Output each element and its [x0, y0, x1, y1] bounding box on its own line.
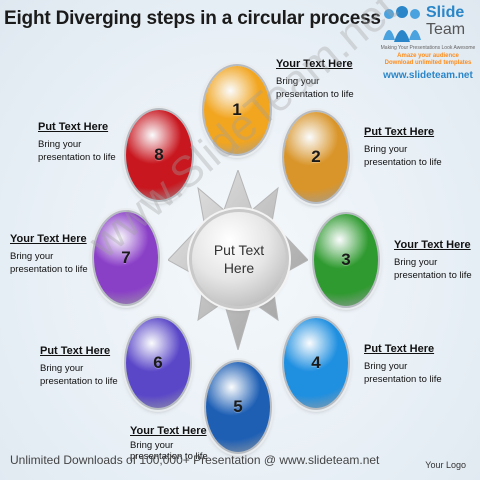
- step-number: 8: [154, 145, 164, 164]
- step-body: Bring your presentation to life: [364, 361, 442, 385]
- step-circle-1: 1: [204, 66, 270, 154]
- step-number: 1: [232, 100, 242, 119]
- center-text-line2: Here: [223, 260, 255, 276]
- step-heading: Your Text Here: [10, 233, 87, 245]
- people-icon: [383, 6, 421, 42]
- brand-url: www.slideteam.net: [383, 70, 473, 81]
- step-body: Bring your presentation to life: [130, 440, 208, 462]
- step-heading: Your Text Here: [130, 425, 207, 437]
- step-number: 4: [311, 353, 321, 372]
- step-heading: Put Text Here: [364, 343, 435, 355]
- step-heading: Your Text Here: [276, 58, 353, 70]
- step-number: 7: [121, 248, 131, 267]
- step-number: 2: [311, 147, 321, 166]
- step-heading: Put Text Here: [40, 345, 111, 357]
- step-circle-7: 7: [94, 212, 158, 304]
- step-label-5: Your Text Here Bring your presentation t…: [130, 425, 240, 462]
- step-body: Bring your presentation to life: [394, 257, 472, 281]
- brand-name-line2: Team: [426, 21, 466, 38]
- step-circle-6: 6: [126, 318, 190, 408]
- step-circle-3: 3: [314, 214, 378, 306]
- brand-promo-1: Amaze your audience: [397, 53, 459, 59]
- center-circle: Put Text Here: [192, 212, 286, 306]
- your-logo-text: Your Logo: [425, 460, 466, 470]
- step-circle-2: 2: [284, 112, 348, 202]
- step-heading: Put Text Here: [364, 126, 435, 138]
- step-number: 5: [233, 397, 243, 416]
- step-body: Bring your presentation to life: [38, 139, 116, 163]
- step-body: Bring your presentation to life: [364, 144, 442, 168]
- step-label-1: Your Text Here Bring your presentation t…: [276, 58, 386, 101]
- footer-text: Unlimited Downloads of 100,000+ Presenta…: [10, 453, 380, 467]
- step-body: Bring your presentation to life: [10, 251, 88, 275]
- step-body: Bring your presentation to life: [276, 76, 354, 100]
- step-circle-4: 4: [284, 318, 348, 408]
- step-circle-8: 8: [126, 110, 192, 200]
- brand-promo-2: Download unlimited templates: [384, 60, 472, 66]
- step-label-7: Your Text Here Bring your presentation t…: [10, 233, 120, 276]
- brand-logo: Slide Team Making Your Presentations Loo…: [378, 2, 478, 82]
- step-label-8: Put Text Here Bring your presentation to…: [38, 121, 148, 164]
- center-text-line1: Put Text: [213, 242, 265, 258]
- step-body: Bring your presentation to life: [40, 363, 118, 387]
- step-number: 6: [153, 353, 163, 372]
- step-heading: Your Text Here: [394, 239, 471, 251]
- step-label-4: Put Text Here Bring your presentation to…: [364, 343, 474, 386]
- step-label-3: Your Text Here Bring your presentation t…: [394, 239, 480, 282]
- brand-tagline: Making Your Presentations Look Awesome: [380, 45, 476, 51]
- step-label-6: Put Text Here Bring your presentation to…: [40, 345, 150, 388]
- step-number: 3: [341, 250, 351, 269]
- step-label-2: Put Text Here Bring your presentation to…: [364, 126, 474, 169]
- step-circle-5: 5: [206, 362, 270, 452]
- slide-title: Eight Diverging steps in a circular proc…: [4, 8, 381, 29]
- brand-name-line1: Slide: [426, 4, 465, 21]
- step-heading: Put Text Here: [38, 121, 109, 133]
